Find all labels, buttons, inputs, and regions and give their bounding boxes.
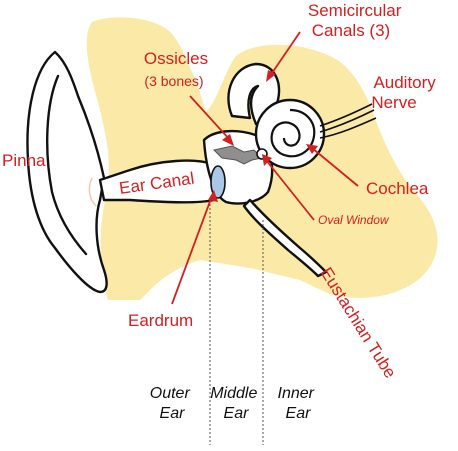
auditory-nerve	[319, 103, 377, 139]
semicircular-label-line1: Semicircular	[308, 1, 402, 20]
ear-canal-opening	[88, 177, 97, 207]
oval-window-pointer	[265, 159, 315, 221]
ossicles-label-line2: (3 bones)	[144, 73, 203, 89]
inner-ear-label: Inner Ear	[278, 385, 319, 422]
semicircular-arrowhead	[266, 70, 276, 82]
auditory-label-line2: Nerve	[371, 93, 416, 112]
eardrum-arrowhead	[208, 190, 218, 202]
outer-ear-line2: Ear	[160, 405, 186, 422]
auditory-label-line1: Auditory	[373, 73, 436, 92]
ossicles-sublabel: (3 bones)	[144, 73, 203, 89]
cochlea-spiral	[270, 108, 316, 158]
ossicles-label: Ossicles	[144, 49, 208, 68]
cochlea-arrowhead	[306, 144, 318, 154]
ossicles-label-line1: Ossicles	[144, 49, 208, 68]
inner-ear-line1: Inner	[278, 385, 315, 402]
eardrum-membrane	[210, 165, 226, 199]
outer-ear-label: Outer Ear	[150, 385, 194, 422]
auditory-nerve-label: Auditory Nerve	[371, 73, 440, 112]
eardrum-label: Eardrum	[128, 311, 193, 330]
middle-ear-label: Middle Ear	[210, 385, 262, 422]
middle-ear-line2: Ear	[224, 405, 250, 422]
cochlea-pointer	[311, 147, 359, 187]
oval-window-label: Oval Window	[318, 213, 390, 227]
oval-window-arrowhead	[262, 154, 272, 166]
ossicles-arrowhead	[222, 134, 234, 146]
pinna-inner-fold	[46, 74, 88, 256]
cochlea-label: Cochlea	[366, 179, 429, 198]
inner-ear-line2: Ear	[286, 405, 312, 422]
semicircular-pointer	[269, 31, 301, 77]
semicircular-label-line2: Canals (3)	[312, 21, 390, 40]
ossicles-pointer	[189, 95, 231, 141]
eustachian-tube	[242, 198, 328, 278]
pinna	[26, 50, 108, 294]
ossicles	[213, 145, 264, 165]
semicircular-label: Semicircular Canals (3)	[308, 1, 406, 40]
outer-ear-line1: Outer	[150, 385, 191, 402]
middle-ear-line1: Middle	[210, 385, 257, 402]
eardrum-pointer	[171, 195, 213, 305]
pinna-label: Pinna	[2, 151, 46, 170]
